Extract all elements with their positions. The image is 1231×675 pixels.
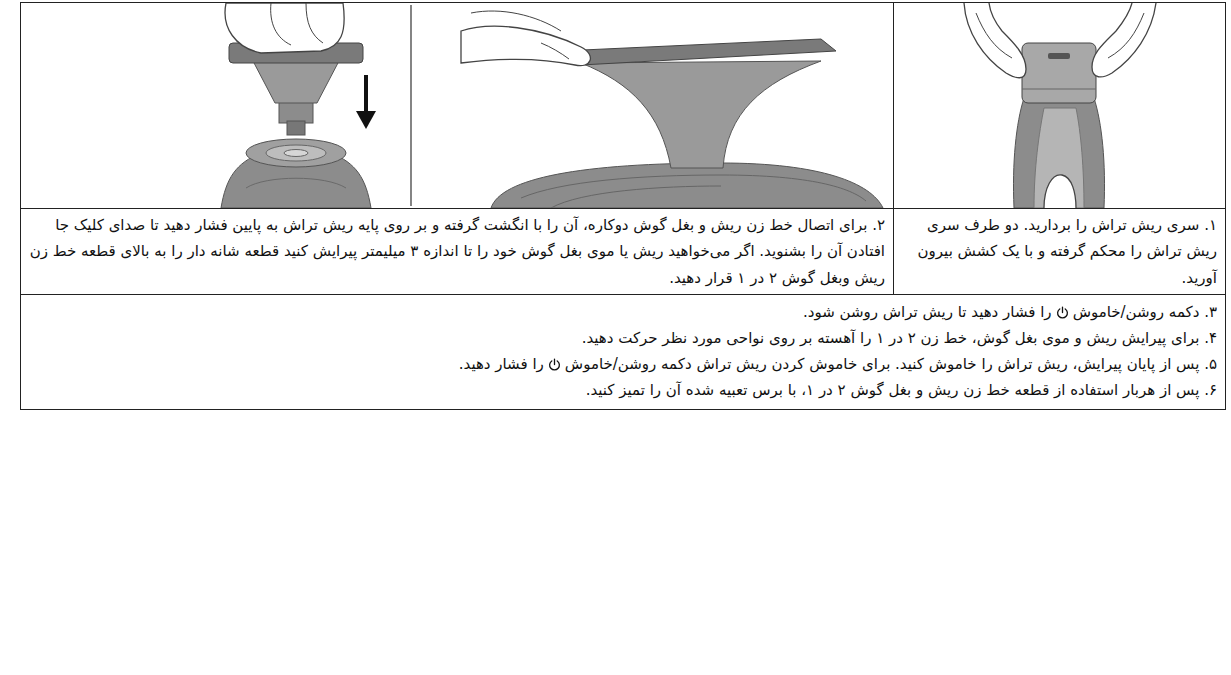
power-icon [1056,306,1069,319]
step-text-box: ۱. سری ریش تراش را بردارید. دو طرف سری ر… [894,209,1225,294]
instruction-text: را فشار دهید تا ریش تراش روشن شود. [803,303,1052,321]
illustration-attach-trimmer [21,3,892,208]
step-line: ۶. پس از هربار استفاده از قطعه خط زن ریش… [21,377,1225,403]
step-line: ۵. پس از پایان پیرایش، ریش تراش را خاموش… [21,351,1225,377]
image-cell [894,3,1226,209]
instruction-text: ۴. برای پیرایش ریش و موی بغل گوش، خط زن … [582,329,1217,347]
image-cell [21,3,894,209]
text-cell: ۱. سری ریش تراش را بردارید. دو طرف سری ر… [894,209,1226,295]
illustration-remove-head [894,3,1224,208]
text-cell: ۳. دکمه روشن/خاموش را فشار دهید تا ریش تر… [21,294,1226,409]
instruction-text: ۶. پس از هربار استفاده از قطعه خط زن ریش… [586,381,1217,399]
step-text-box: ۲. برای اتصال خط زن ریش و بغل گوش دوکاره… [21,209,893,294]
instruction-table: ۲. برای اتصال خط زن ریش و بغل گوش دوکاره… [20,2,1226,410]
instruction-text: را فشار دهید. [459,355,544,373]
power-icon [548,358,561,371]
text-cell: ۲. برای اتصال خط زن ریش و بغل گوش دوکاره… [21,209,894,295]
instruction-text: ۱. سری ریش تراش را بردارید. دو طرف سری ر… [918,216,1217,287]
instruction-text: ۳. دکمه روشن/خاموش [1073,303,1217,321]
step-line: ۴. برای پیرایش ریش و موی بغل گوش، خط زن … [21,325,1225,351]
instruction-text: ۵. پس از پایان پیرایش، ریش تراش را خاموش… [565,355,1217,373]
instruction-text: ۲. برای اتصال خط زن ریش و بغل گوش دوکاره… [30,216,885,287]
step-line: ۳. دکمه روشن/خاموش را فشار دهید تا ریش تر… [21,299,1225,325]
